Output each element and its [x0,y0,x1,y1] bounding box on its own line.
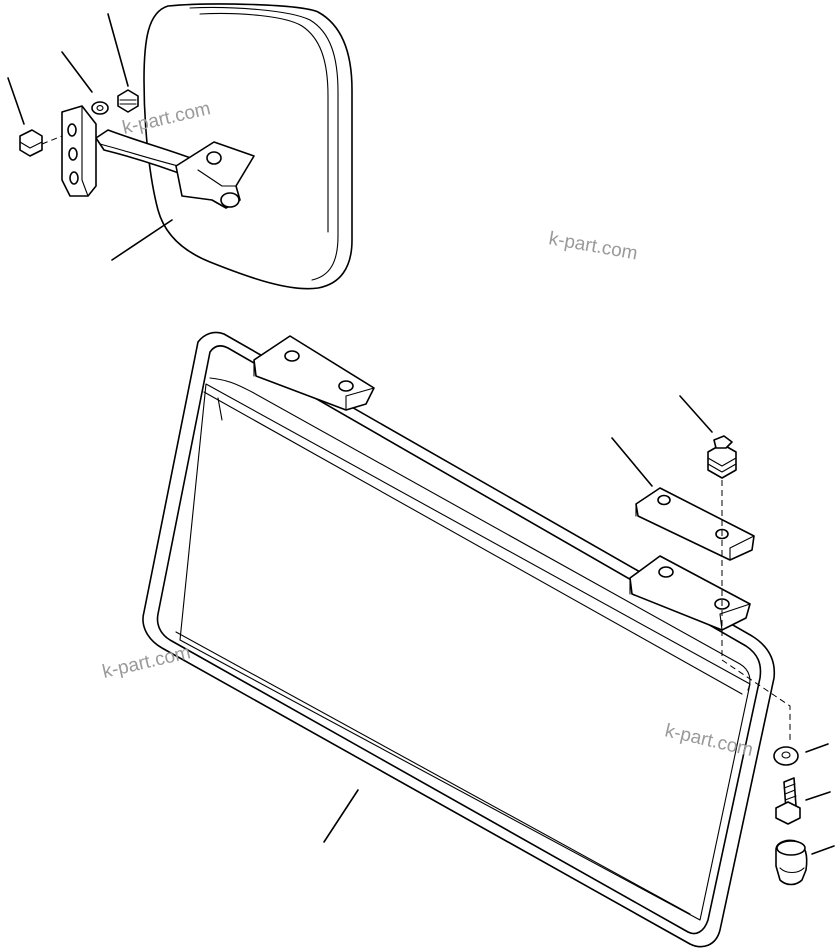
visor-frame-tube [142,331,776,948]
watermark-2: k-part.com [547,228,639,264]
leader-mirror [111,219,173,261]
leader-visor [323,789,359,843]
bracket-hole-3 [69,171,79,185]
pivot-pin [220,192,240,208]
mounting-plate [635,487,755,561]
mirror-rim-inner [199,12,329,233]
leader-plate [611,437,653,487]
visor-frame-tube-inner [156,345,762,935]
leader-washer-lower [805,743,829,753]
mirror-nut [19,129,43,157]
clamp-edge [197,169,237,187]
watermark-3: k-part.com [100,642,192,683]
mounting-bracket [61,105,97,197]
leader-cap-nut [811,845,835,855]
mirror-pivot-clamp [175,141,255,209]
visor-panel-roll [209,377,751,691]
visor-hinge-right [629,555,751,631]
assembly-axis-2 [721,480,791,742]
visor-panel-corner [217,397,223,421]
mirror-assembly [19,3,353,290]
leader-bolt [107,13,129,87]
bolt-lower [775,777,801,825]
bracket-hole-1 [67,123,77,137]
visor-panel-top-edge [203,391,743,695]
bracket-hole-2 [68,147,78,161]
assembly-axis-1 [41,135,63,145]
visor-panel-bottom [175,631,691,915]
mirror-washer [91,101,109,115]
leader-washer [61,51,93,93]
mirror-bolt [117,89,139,113]
leader-stud [679,395,713,433]
leader-nut [7,77,25,125]
visor-hinge-left [253,335,375,411]
mirror-head [143,3,353,290]
pivot-hole [206,151,222,165]
cap-nut-lower [775,839,808,886]
leader-bolt-lower [805,791,831,801]
bracket-edge [81,105,89,197]
sun-visor-assembly [142,331,776,948]
washer-lower [773,746,799,766]
visor-stud [707,435,737,479]
mirror-rim [189,6,339,281]
visor-panel [179,383,751,921]
